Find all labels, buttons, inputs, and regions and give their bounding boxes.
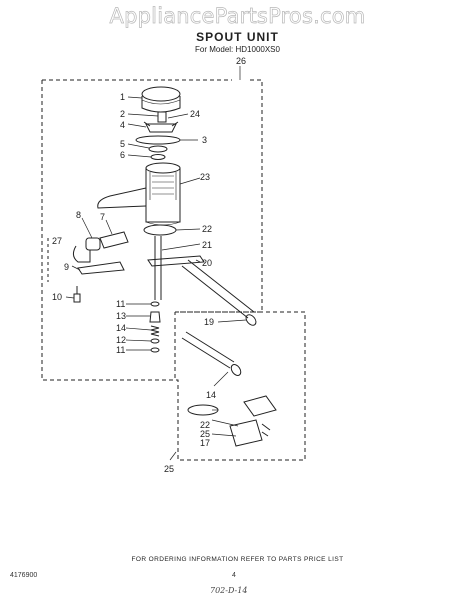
callout-23: 23 bbox=[200, 172, 210, 182]
plate bbox=[135, 135, 181, 145]
page-number: 4 bbox=[232, 572, 236, 579]
callout-21: 21 bbox=[202, 240, 212, 250]
spout-body bbox=[97, 162, 181, 226]
callout-1: 1 bbox=[120, 92, 125, 102]
callout-11-top: 11 bbox=[116, 299, 125, 309]
mounting-bracket bbox=[229, 395, 277, 447]
callout-17: 17 bbox=[200, 438, 210, 448]
callout-14-top: 14 bbox=[116, 323, 126, 333]
callout-25-inner: 25 bbox=[200, 429, 210, 439]
callout-22: 22 bbox=[202, 224, 212, 234]
valve-spring bbox=[150, 325, 160, 337]
callout-12: 12 bbox=[116, 335, 126, 345]
clip bbox=[77, 261, 125, 275]
stem-assembly bbox=[143, 111, 179, 133]
callout-24: 24 bbox=[190, 109, 200, 119]
callout-11-bottom: 11 bbox=[116, 345, 125, 355]
callout-27: 27 bbox=[52, 236, 62, 246]
fitting bbox=[85, 237, 101, 251]
leader-lines bbox=[65, 66, 247, 461]
knob-cap bbox=[141, 86, 181, 113]
watermark: AppliancePartsPros.com bbox=[109, 4, 366, 29]
washer bbox=[148, 145, 168, 153]
document-number: 4176900 bbox=[10, 572, 38, 579]
ordering-note: FOR ORDERING INFORMATION REFER TO PARTS … bbox=[131, 556, 344, 563]
lower-washer-bottom bbox=[150, 347, 160, 353]
callout-25-outer: 25 bbox=[164, 464, 174, 474]
callout-7: 7 bbox=[100, 212, 105, 222]
callout-20: 20 bbox=[202, 258, 212, 268]
callout-19: 19 bbox=[204, 317, 214, 327]
callout-5: 5 bbox=[120, 139, 125, 149]
lower-washer-top bbox=[150, 301, 160, 307]
callout-6: 6 bbox=[120, 150, 125, 160]
callout-14-bottom: 14 bbox=[206, 390, 216, 400]
gasket bbox=[150, 338, 160, 344]
screw bbox=[73, 286, 81, 303]
callout-4: 4 bbox=[120, 120, 125, 130]
inner-tube bbox=[154, 236, 162, 300]
callout-13: 13 bbox=[116, 311, 126, 321]
callout-9: 9 bbox=[64, 262, 69, 272]
model-label: For Model: HD1000XS0 bbox=[195, 45, 280, 54]
assembly-boundary-26 bbox=[41, 79, 263, 381]
aerator bbox=[99, 231, 129, 249]
lower-hose bbox=[181, 331, 242, 376]
callout-10: 10 bbox=[52, 292, 62, 302]
callout-3: 3 bbox=[202, 135, 207, 145]
callout-8: 8 bbox=[76, 210, 81, 220]
callout-22-lower: 22 bbox=[200, 420, 210, 430]
page-title: SPOUT UNIT bbox=[196, 30, 279, 44]
callout-2: 2 bbox=[120, 109, 125, 119]
valve bbox=[149, 311, 161, 323]
nut bbox=[150, 154, 166, 160]
callout-26: 26 bbox=[236, 56, 246, 66]
tube-clamp bbox=[147, 255, 205, 267]
elbow bbox=[72, 245, 91, 263]
handwritten-note: 702-D-14 bbox=[210, 586, 248, 595]
assembly-boundary-25 bbox=[174, 311, 306, 461]
seal-ring bbox=[143, 224, 177, 236]
hose bbox=[181, 259, 257, 326]
